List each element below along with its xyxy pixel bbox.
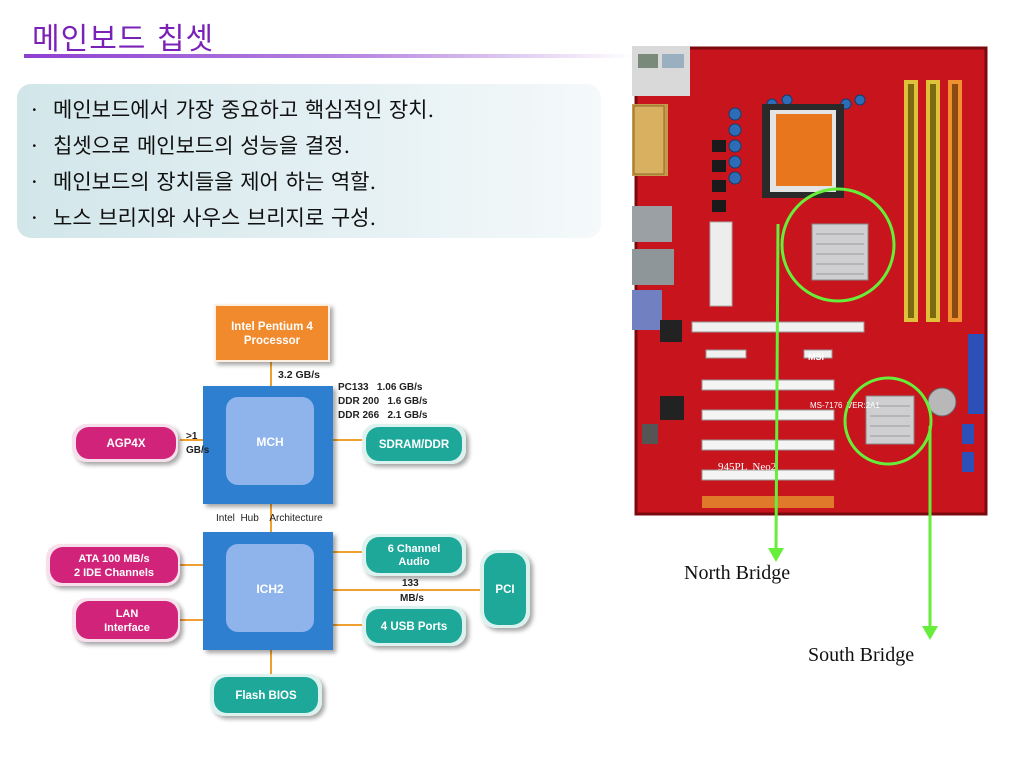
bullet-marker: · bbox=[31, 98, 38, 122]
audio-block: 6 Channel Audio bbox=[362, 534, 466, 576]
lan-block: LAN Interface bbox=[72, 598, 180, 642]
north-bridge-highlight bbox=[780, 187, 896, 303]
bullet-list: · 메인보드에서 가장 중요하고 핵심적인 장치. · 칩셋으로 메인보드의 성능을… bbox=[17, 84, 601, 236]
flash-bios-label: Flash BIOS bbox=[235, 690, 297, 702]
north-bridge-label: North Bridge bbox=[684, 562, 791, 584]
fsb-speed: 3.2 GB/s bbox=[278, 369, 320, 381]
north-bridge-arrowhead bbox=[768, 548, 784, 562]
ata-label-line2: 2 IDE Channels bbox=[74, 567, 154, 579]
motherboard-photo: MSI MS-7176 VER:2A1 945PL Neo2 bbox=[632, 46, 988, 516]
cpu-label-line2: Processor bbox=[244, 335, 301, 347]
lan-label-line2: Interface bbox=[104, 622, 150, 634]
bullet-box: · 메인보드에서 가장 중요하고 핵심적인 장치. · 칩셋으로 메인보드의 성능을… bbox=[17, 84, 601, 238]
pci-label: PCI bbox=[495, 584, 514, 596]
pci-speed-line2: MB/s bbox=[400, 593, 424, 604]
pci-block: PCI bbox=[480, 550, 530, 628]
agp-label: AGP4X bbox=[107, 438, 146, 450]
agp-block: AGP4X bbox=[72, 424, 178, 462]
mem-speed-ddr200: DDR 200 1.6 GB/s bbox=[338, 396, 428, 407]
bullet-text: 노스 브리지와 사우스 브리지로 구성. bbox=[53, 206, 377, 230]
pci-speed-line1: 133 bbox=[402, 578, 419, 589]
bullet-marker: · bbox=[31, 206, 38, 230]
cpu-block: Intel Pentium 4 Processor bbox=[214, 304, 330, 362]
ich2-block: ICH2 bbox=[203, 532, 333, 650]
sdram-block: SDRAM/DDR bbox=[362, 424, 466, 464]
south-bridge-label: South Bridge bbox=[808, 644, 915, 666]
cpu-label-line1: Intel Pentium 4 bbox=[231, 321, 313, 333]
bullet-item: · 메인보드의 장치들을 제어 하는 역할. bbox=[31, 164, 601, 200]
ata-block: ATA 100 MB/s 2 IDE Channels bbox=[46, 544, 180, 586]
hub-architecture-label: Intel Hub Architecture bbox=[216, 513, 323, 524]
bullet-item: · 칩셋으로 메인보드의 성능을 결정. bbox=[31, 128, 601, 164]
flash-bios-block: Flash BIOS bbox=[210, 674, 322, 716]
board-brand: MSI bbox=[808, 352, 824, 362]
sdram-label: SDRAM/DDR bbox=[379, 439, 450, 451]
board-name: 945PL Neo2 bbox=[718, 461, 776, 473]
ata-label-line1: ATA 100 MB/s bbox=[78, 553, 149, 565]
bullet-text: 칩셋으로 메인보드의 성능을 결정. bbox=[53, 134, 351, 158]
mch-block: MCH bbox=[203, 386, 333, 504]
bullet-text: 메인보드에서 가장 중요하고 핵심적인 장치. bbox=[53, 98, 435, 122]
audio-label-line1: 6 Channel bbox=[388, 543, 441, 555]
south-bridge-highlight bbox=[843, 376, 933, 466]
mem-speed-pc133: PC133 1.06 GB/s bbox=[338, 382, 423, 393]
lan-label-line1: LAN bbox=[116, 608, 139, 620]
mch-label: MCH bbox=[256, 435, 283, 449]
agp-speed-line2: GB/s bbox=[186, 445, 210, 456]
title-underline bbox=[24, 54, 634, 58]
mem-speed-ddr266: DDR 266 2.1 GB/s bbox=[338, 410, 428, 421]
bullet-marker: · bbox=[31, 134, 38, 158]
page-title: 메인보드 칩셋 bbox=[32, 22, 215, 57]
bullet-item: · 메인보드에서 가장 중요하고 핵심적인 장치. bbox=[31, 92, 601, 128]
bullet-item: · 노스 브리지와 사우스 브리지로 구성. bbox=[31, 200, 601, 236]
usb-label: 4 USB Ports bbox=[381, 621, 447, 633]
ich2-label: ICH2 bbox=[256, 582, 284, 596]
agp-speed-line1: >1 bbox=[186, 431, 198, 442]
usb-block: 4 USB Ports bbox=[362, 606, 466, 646]
bullet-marker: · bbox=[31, 170, 38, 194]
chipset-block-diagram: Intel Pentium 4 Processor 3.2 GB/s MCH P… bbox=[46, 304, 530, 716]
bullet-text: 메인보드의 장치들을 제어 하는 역할. bbox=[53, 170, 377, 194]
south-bridge-arrowhead bbox=[922, 626, 938, 640]
audio-label-line2: Audio bbox=[398, 556, 429, 568]
board-model: MS-7176 VER:2A1 bbox=[810, 401, 880, 410]
